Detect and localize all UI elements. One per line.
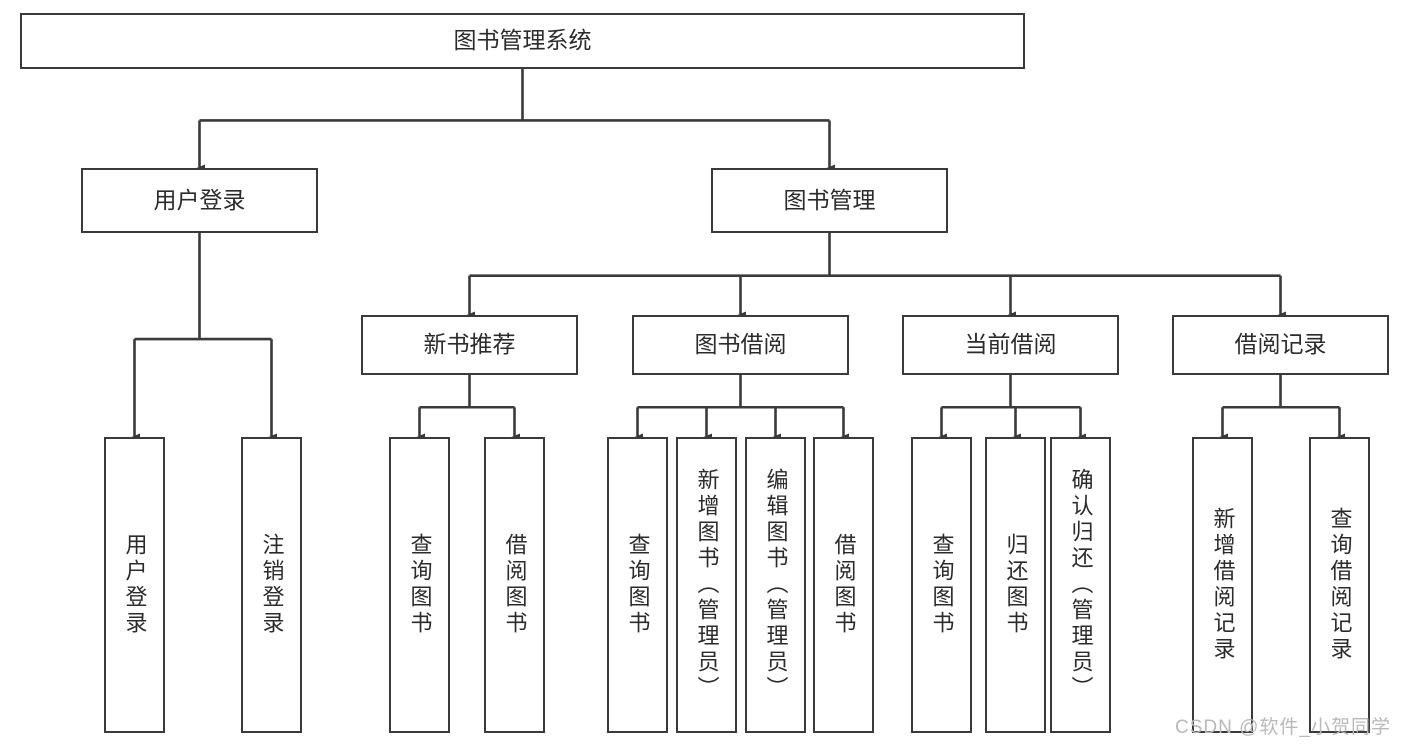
- node-l-nbr-query[interactable]: 查询图书: [389, 437, 450, 733]
- node-label: 新增图书（管理员）: [694, 468, 720, 702]
- node-l-nbr-borrow[interactable]: 借阅图书: [484, 437, 545, 733]
- csdn-watermark: CSDN @软件_小贺同学: [1175, 717, 1391, 738]
- node-label: 查询借阅记录: [1327, 507, 1353, 663]
- node-label: 用户登录: [153, 186, 246, 213]
- node-l-br-add[interactable]: 新增借阅记录: [1192, 437, 1253, 733]
- node-n-book-mgmt[interactable]: 图书管理: [711, 168, 948, 233]
- node-n-borrow-record[interactable]: 借阅记录: [1172, 315, 1389, 375]
- node-label: 借阅图书: [831, 533, 857, 637]
- node-n-book-borrow[interactable]: 图书借阅: [632, 315, 849, 375]
- node-l-cb-return[interactable]: 归还图书: [985, 437, 1046, 733]
- node-label: 当前借阅: [964, 331, 1057, 358]
- node-l-user-login[interactable]: 用户登录: [104, 437, 165, 733]
- node-n-new-book-rec[interactable]: 新书推荐: [361, 315, 578, 375]
- node-l-bb-add[interactable]: 新增图书（管理员）: [676, 437, 737, 733]
- node-l-cb-query[interactable]: 查询图书: [911, 437, 972, 733]
- node-label: 新书推荐: [423, 331, 516, 358]
- node-root[interactable]: 图书管理系统: [20, 13, 1025, 69]
- node-l-bb-borrow[interactable]: 借阅图书: [813, 437, 874, 733]
- node-l-cb-confirm[interactable]: 确认归还（管理员）: [1050, 437, 1111, 733]
- node-label: 查询图书: [625, 533, 651, 637]
- node-label: 图书管理: [783, 186, 876, 213]
- node-n-user-login[interactable]: 用户登录: [81, 168, 318, 233]
- node-label: 归还图书: [1003, 533, 1029, 637]
- node-label: 图书借阅: [694, 331, 787, 358]
- node-label: 编辑图书（管理员）: [763, 468, 789, 702]
- node-l-br-query[interactable]: 查询借阅记录: [1309, 437, 1370, 733]
- node-label: 借阅记录: [1234, 331, 1327, 358]
- node-label: 借阅图书: [502, 533, 528, 637]
- node-label: 查询图书: [929, 533, 955, 637]
- node-label: 确认归还（管理员）: [1068, 468, 1094, 702]
- node-n-current-borrow[interactable]: 当前借阅: [902, 315, 1119, 375]
- node-l-bb-query[interactable]: 查询图书: [607, 437, 668, 733]
- node-label: 图书管理系统: [453, 27, 592, 54]
- node-l-bb-edit[interactable]: 编辑图书（管理员）: [745, 437, 806, 733]
- node-label: 查询图书: [407, 533, 433, 637]
- node-l-user-logout[interactable]: 注销登录: [241, 437, 302, 733]
- node-label: 用户登录: [122, 533, 148, 637]
- node-label: 注销登录: [259, 533, 285, 637]
- node-label: 新增借阅记录: [1210, 507, 1236, 663]
